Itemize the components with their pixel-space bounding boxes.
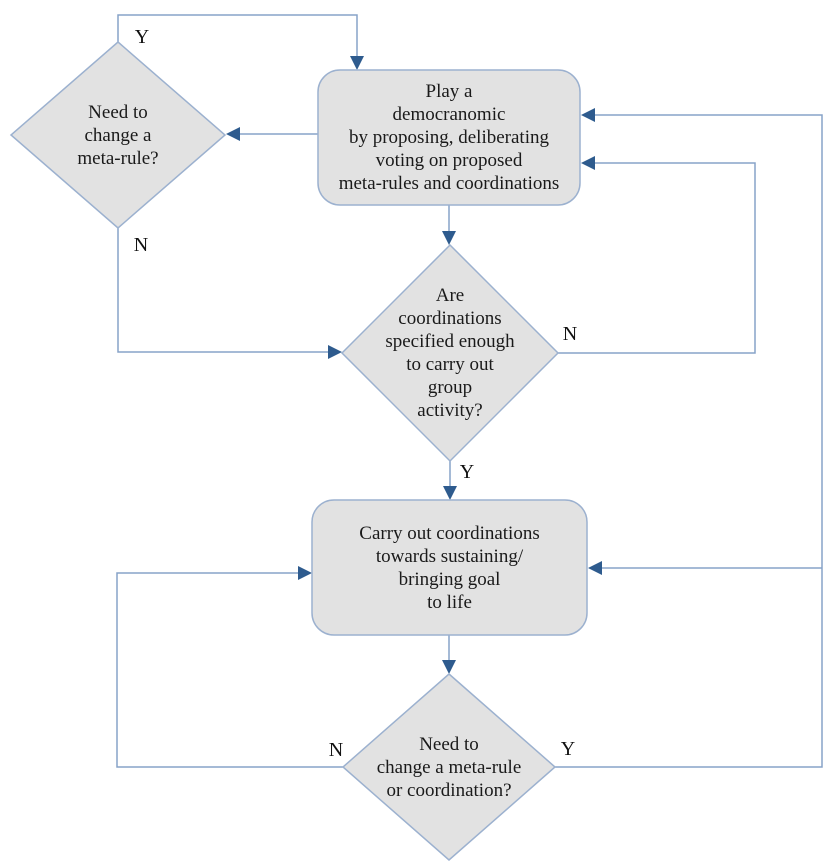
- process-play-democranomic: [317, 69, 581, 206]
- edge-label-change-no: N: [328, 739, 344, 761]
- arrowhead-into-specified-left: [328, 345, 342, 359]
- edge-label-specified-yes: Y: [459, 461, 475, 483]
- decision-need-change-meta-rule: [9, 41, 227, 229]
- edge-meta-rule-no-to-specified: [117, 228, 330, 353]
- process-play-democranomic-label: Play a democranomic by proposing, delibe…: [338, 81, 560, 194]
- arrowhead-into-change-decision-top: [442, 660, 456, 674]
- arrowhead-into-specified-top: [442, 231, 456, 245]
- decision-need-change-meta-rule-or-coordination-label: Need to change a meta-rule or coordinati…: [376, 733, 522, 801]
- edge-change-yes-to-play: [555, 114, 823, 768]
- edge-label-meta-rule-yes: Y: [134, 26, 150, 48]
- process-carry-out-coordinations-label: Carry out coordinations towards sustaini…: [359, 522, 540, 613]
- arrowhead-into-play-right-upper: [581, 108, 595, 122]
- arrowhead-into-meta-rule-decision: [226, 127, 240, 141]
- arrowhead-into-play-top: [350, 56, 364, 70]
- process-carry-out-coordinations: [311, 499, 588, 636]
- edge-meta-rule-yes-to-play: [117, 14, 358, 58]
- arrowhead-into-play-right-lower: [581, 156, 595, 170]
- decision-coordinations-specified: [340, 243, 560, 463]
- edge-change-no-to-carry-out: [116, 572, 343, 768]
- arrowhead-into-carry-out-left: [298, 566, 312, 580]
- edge-label-change-yes: Y: [560, 738, 576, 760]
- decision-coordinations-specified-label: Are coordinations specified enough to ca…: [385, 285, 515, 421]
- arrowhead-into-carry-out-right: [588, 561, 602, 575]
- edge-label-specified-no: N: [562, 323, 578, 345]
- arrowhead-into-carry-out-top: [443, 486, 457, 500]
- decision-need-change-meta-rule-or-coordination: [341, 673, 557, 861]
- decision-need-change-meta-rule-label: Need to change a meta-rule?: [77, 101, 159, 169]
- edge-specified-no-to-play: [558, 162, 756, 354]
- edge-label-meta-rule-no: N: [133, 234, 149, 256]
